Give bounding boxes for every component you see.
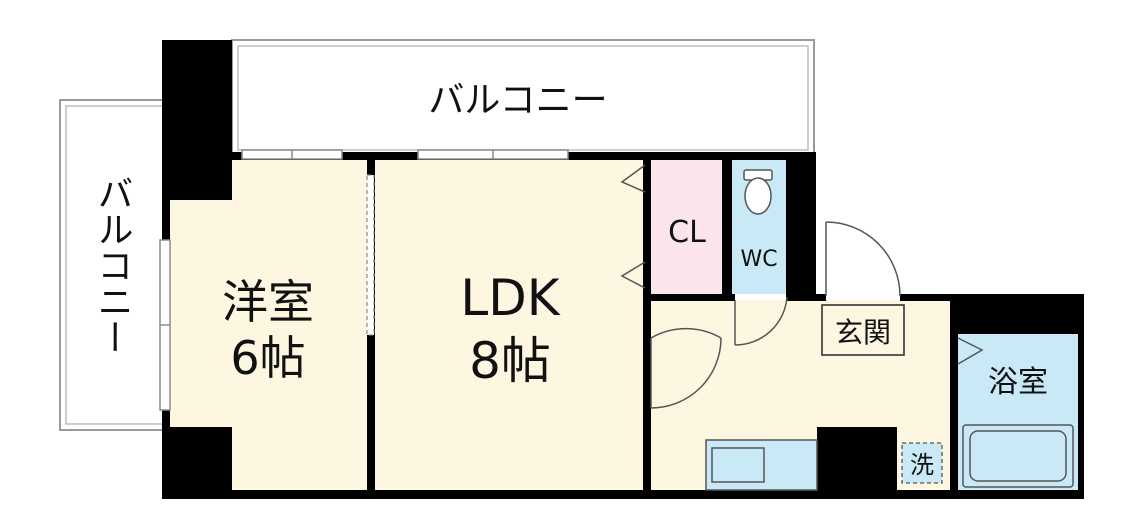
walls xyxy=(162,40,1084,499)
closet-label: CL xyxy=(668,215,706,250)
entrance-box xyxy=(821,304,905,356)
bathtub-icon xyxy=(962,424,1074,488)
windows xyxy=(159,149,569,411)
toilet-icon xyxy=(743,169,773,215)
ldk-name: LDK xyxy=(460,269,560,327)
kitchen-counter xyxy=(705,439,818,491)
doors xyxy=(620,164,984,409)
bathroom-label: 浴室 xyxy=(988,365,1048,400)
washer-label: 洗 xyxy=(910,451,934,479)
wc-label: WC xyxy=(740,247,777,272)
balcony-top-label: バルコニー xyxy=(428,80,607,121)
entrance-label: 玄関 xyxy=(835,316,891,349)
balcony-top xyxy=(231,39,815,156)
closet-floor xyxy=(651,160,722,294)
ldk-floor xyxy=(375,160,645,490)
western-room-size: 6帖 xyxy=(230,331,305,385)
ldk-size: 8帖 xyxy=(469,332,551,390)
western-room-name: 洋室 xyxy=(222,275,314,329)
washer-space xyxy=(901,442,943,484)
balcony-left-label: バルコニー xyxy=(92,175,133,355)
sliding-door xyxy=(366,174,375,336)
balcony-left xyxy=(59,99,165,431)
